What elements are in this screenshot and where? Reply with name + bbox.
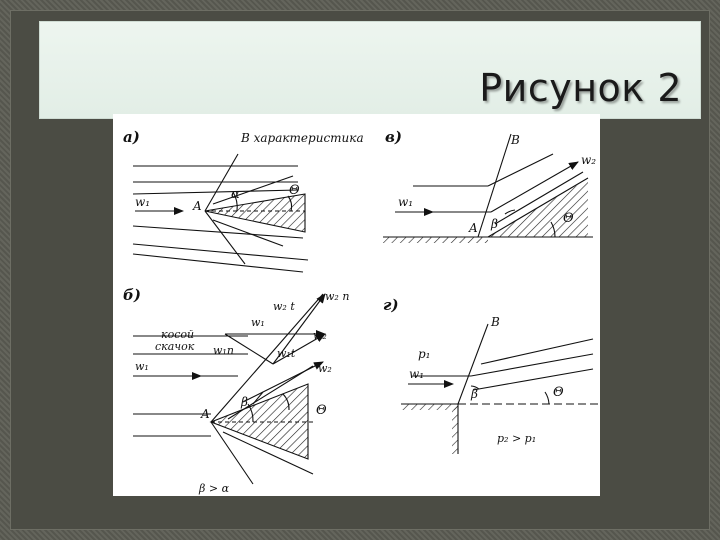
panel-b-w2: w₂ [313,329,327,342]
panel-b-w1-left: w₁ [135,360,149,373]
panel-v-B: B [510,133,520,147]
panel-v-A: A [468,221,478,235]
panel-v-w2: w₂ [581,153,596,167]
panel-g-label: г) [383,296,399,314]
panel-b-w2n: w₂ n [325,290,349,303]
panel-b-kosoy: косой [161,328,194,341]
panel-g-w1: w₁ [409,367,424,381]
panel-g-p-relation: p₂ > p₁ [497,432,536,445]
panel-v-beta: β [490,217,498,231]
panel-b [133,293,326,485]
slide-title: Рисунок 2 [479,66,682,110]
panel-b-beta: β [240,395,248,409]
panel-b-w1t: w₁t [277,347,296,360]
panel-b-skachok: скачок [155,340,195,353]
panel-v-theta: Θ [563,211,574,226]
panel-a-w1: w₁ [135,195,150,209]
panel-a [132,153,309,273]
panel-b-theta: Θ [316,403,327,418]
panel-b-label: б) [123,286,141,304]
title-bar: Рисунок 2 [39,21,701,119]
panel-v [383,133,593,243]
figure-svg: а) B характеристика w₁ A α Θ в) B w₂ [123,128,598,495]
panel-b-beta-gt-alpha: β > α [198,482,230,495]
panel-a-alpha: α [231,187,240,202]
panel-b-A: A [200,407,210,421]
panel-a-theta: Θ [289,183,300,198]
panel-v-label: в) [385,128,402,146]
shock-wave-figure: а) B характеристика w₁ A α Θ в) B w₂ [113,114,600,496]
panel-b-w1n: w₁n [213,344,234,357]
panel-b-w2t: w₂ t [273,300,295,313]
panel-g-theta: Θ [553,385,564,400]
panel-a-char-label: B характеристика [240,131,364,145]
panel-g-p1: p₁ [418,347,431,361]
panel-a-A: A [192,199,202,213]
panel-v-w1: w₁ [398,195,413,209]
panel-g-B: B [490,315,500,329]
panel-b-w2-low: w₂ [318,362,332,375]
panel-g [401,323,598,454]
panel-b-w1: w₁ [251,316,265,329]
panel-a-label: а) [123,128,140,146]
panel-g-beta: β [470,387,478,401]
